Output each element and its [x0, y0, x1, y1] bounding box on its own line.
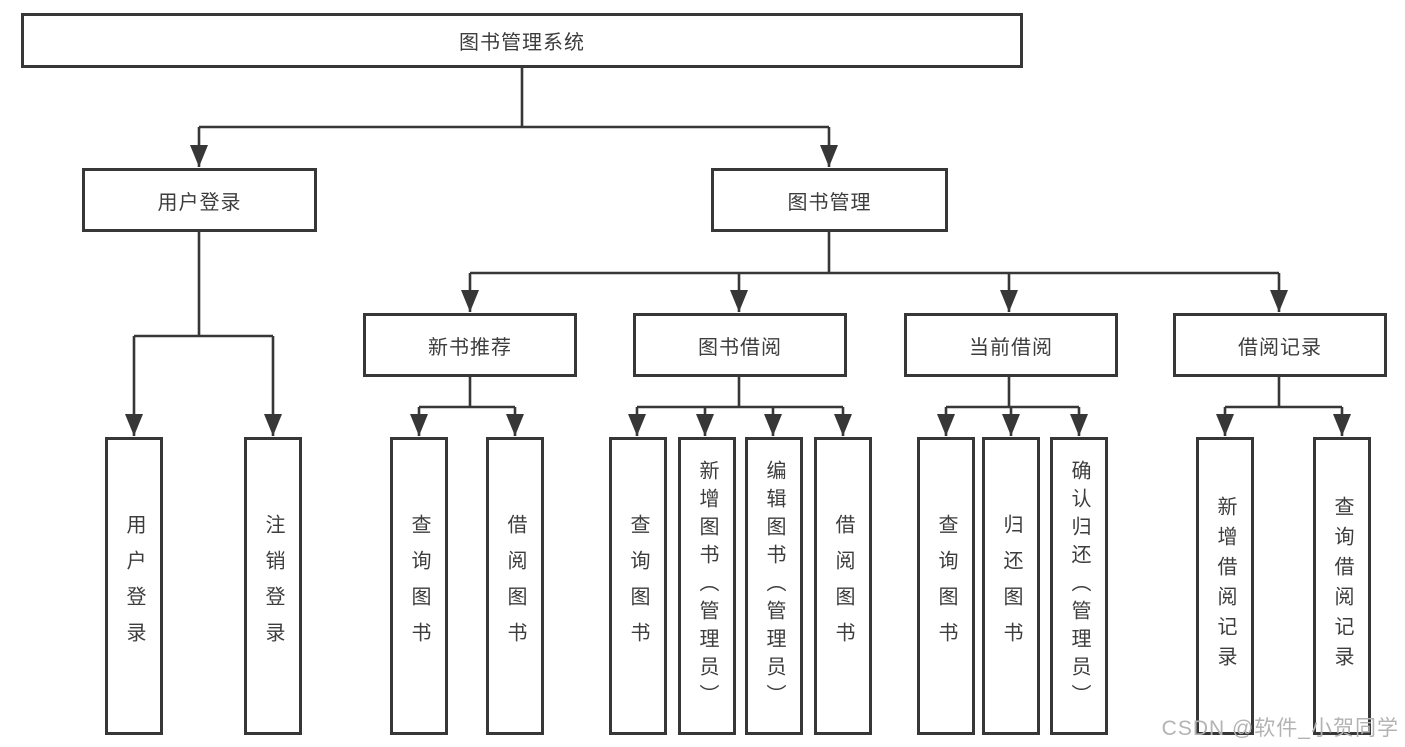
arrow-down-icon: [1000, 290, 1018, 312]
node-leaf-query-book-bb: 查询图书: [609, 437, 667, 735]
node-user-login: 用户登录: [82, 168, 317, 232]
arrow-down-icon: [125, 414, 143, 436]
connector-lines: [132, 68, 1344, 436]
arrow-down-icon: [506, 414, 524, 436]
arrow-down-icon: [1333, 414, 1351, 436]
connector-root-to-level1: [197, 68, 831, 167]
arrow-down-icon: [937, 414, 955, 436]
arrow-down-icon: [696, 414, 714, 436]
connector-bookmgmt-to-level2: [468, 232, 1281, 312]
arrow-down-icon: [190, 145, 208, 167]
node-leaf-query-book-rec: 查询图书: [390, 437, 448, 735]
arrow-down-icon: [1070, 414, 1088, 436]
csdn-watermark: CSDN @软件_小贺同学: [1161, 717, 1399, 740]
arrow-down-icon: [264, 414, 282, 436]
connector-userlogin-to-leaves: [132, 232, 275, 436]
node-book-borrowing: 图书借阅: [633, 313, 847, 377]
node-leaf-return-book: 归还图书: [982, 437, 1040, 735]
arrow-down-icon: [410, 414, 428, 436]
node-leaf-user-login: 用户登录: [105, 437, 163, 735]
connector-newbookrec-to-leaves: [417, 377, 517, 436]
connector-borrowrecord-to-leaves: [1223, 377, 1344, 436]
arrow-down-icon: [1270, 290, 1288, 312]
arrow-down-icon: [628, 414, 646, 436]
node-leaf-add-book-admin: 新增图书（管理员）: [678, 437, 736, 735]
node-leaf-confirm-return-admin: 确认归还（管理员）: [1050, 437, 1108, 735]
node-library-management-system: 图书管理系统: [21, 13, 1023, 68]
arrow-down-icon: [1002, 414, 1020, 436]
connector-bookborrow-to-leaves: [635, 377, 845, 436]
node-new-book-recommendation: 新书推荐: [363, 313, 577, 377]
node-leaf-edit-book-admin: 编辑图书（管理员）: [745, 437, 803, 735]
node-book-management: 图书管理: [711, 168, 948, 232]
node-leaf-borrow-book-bb: 借阅图书: [814, 437, 872, 735]
arrow-down-icon: [764, 414, 782, 436]
node-borrowing-records: 借阅记录: [1173, 313, 1387, 377]
arrow-down-icon: [820, 145, 838, 167]
node-leaf-add-borrow-record: 新增借阅记录: [1196, 437, 1254, 735]
node-leaf-logout: 注销登录: [244, 437, 302, 735]
arrow-down-icon: [1216, 414, 1234, 436]
arrow-down-icon: [834, 414, 852, 436]
arrow-down-icon: [461, 290, 479, 312]
node-leaf-borrow-book-rec: 借阅图书: [486, 437, 544, 735]
node-leaf-query-borrow-record: 查询借阅记录: [1313, 437, 1371, 735]
arrow-down-markers: [125, 145, 1351, 436]
arrow-down-icon: [730, 290, 748, 312]
node-current-borrowing: 当前借阅: [904, 313, 1118, 377]
node-leaf-query-book-cb: 查询图书: [917, 437, 975, 735]
